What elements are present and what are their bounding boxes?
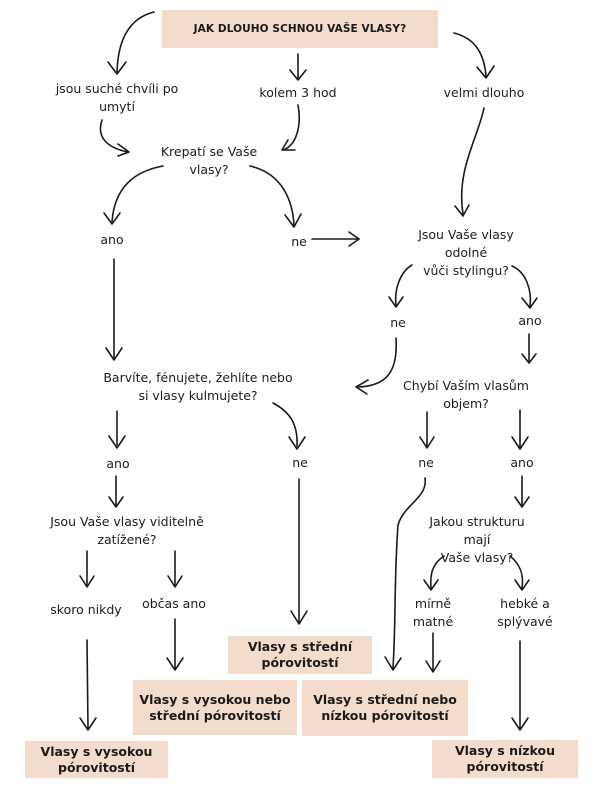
arrowhead [290, 610, 308, 625]
arrowhead [108, 435, 126, 449]
arrowhead [454, 204, 470, 217]
answer-volume-no: ne [418, 455, 434, 470]
arrowhead [423, 579, 439, 591]
result-high: Vlasy s vysokou pórovitostí [25, 741, 168, 778]
arrowhead [107, 61, 127, 75]
arrow-frizz-to-no [249, 165, 295, 226]
arrowhead [167, 575, 183, 588]
arrowhead [419, 436, 435, 449]
arrowhead [288, 436, 306, 450]
arrowhead [511, 717, 529, 731]
answer-heat-no: ne [292, 455, 308, 470]
arrow-slow-to-styling [460, 107, 485, 215]
arrow-structure-to-smooth [509, 555, 524, 589]
arrowhead [388, 296, 404, 308]
answer-medium-dry: kolem 3 hod [259, 85, 337, 100]
answer-styling-yes: ano [518, 313, 542, 328]
arrow-title-to-slow [453, 32, 487, 77]
arrowhead [425, 660, 441, 673]
arrowhead [166, 657, 184, 671]
arrow-frizz-to-yes [111, 165, 164, 223]
arrowhead [476, 65, 495, 79]
question-styling-resistant: Jsou Vaše vlasy odolné vůči stylingu? [418, 227, 514, 278]
arrowhead [79, 717, 97, 731]
question-lacks-volume: Chybí Vaším vlasům objem? [403, 378, 529, 411]
arrowhead [284, 213, 302, 228]
arrowhead [108, 496, 124, 508]
result-medium-or-low: Vlasy s střední nebo nízkou pórovitostí [302, 680, 468, 736]
question-structure: Jakou strukturu mají Vaše vlasy? [429, 514, 525, 565]
arrowhead [103, 212, 121, 225]
arrow-heat-to-no [272, 402, 298, 447]
question-heat-treatment: Barvíte, fénujete, žehlíte nebo si vlasy… [103, 370, 293, 403]
question-frizz: Krepatí se Vaše vlasy? [160, 144, 258, 177]
result-low: Vlasy s nízkou pórovitostí [432, 740, 578, 778]
arrowhead [521, 297, 538, 309]
answer-frizz-no: ne [291, 234, 307, 249]
arrowhead [289, 69, 307, 81]
arrow-rarely-to-high [86, 639, 89, 729]
arrowhead [281, 139, 296, 151]
arrow-styling-no-to-heat [357, 337, 398, 388]
answer-styling-no: ne [390, 315, 406, 330]
arrowhead [117, 143, 130, 157]
title-box: JAK DLOUHO SCHNOU VAŠE VLASY? [162, 10, 438, 48]
arrowhead [514, 579, 530, 591]
arrowhead [511, 436, 529, 450]
arrow-structure-to-matte [429, 555, 445, 589]
answer-structure-matte: mírně matné [412, 596, 454, 629]
question-weighed-down: Jsou Vaše vlasy viditelně zatížené? [50, 514, 204, 547]
answer-frizz-yes: ano [100, 232, 124, 247]
arrow-styling-to-yes [511, 265, 532, 307]
arrowhead [521, 353, 537, 364]
arrowhead [348, 231, 360, 247]
answer-weighed-rarely: skoro nikdy [50, 602, 122, 617]
arrow-volume-no-to-medium-low [392, 477, 426, 669]
answer-volume-yes: ano [510, 455, 534, 470]
arrowhead [79, 575, 95, 588]
answer-heat-yes: ano [106, 456, 130, 471]
arrowhead [355, 379, 369, 395]
answer-structure-smooth: hebké a splývavé [497, 596, 553, 629]
arrow-title-to-fast [116, 11, 155, 73]
arrow-medium-to-frizz [282, 104, 300, 151]
arrowhead [105, 347, 123, 361]
arrow-styling-to-no [394, 264, 413, 306]
title-text: JAK DLOUHO SCHNOU VAŠE VLASY? [193, 23, 407, 35]
arrow-fast-to-frizz [99, 119, 129, 153]
answer-slow-dry: velmi dlouho [443, 85, 525, 100]
arrowhead [384, 656, 402, 671]
answer-fast-dry: jsou suché chvíli po umytí [55, 81, 179, 114]
result-medium: Vlasy s střední pórovitostí [228, 636, 372, 674]
arrowhead [514, 496, 530, 508]
answer-weighed-sometimes: občas ano [142, 596, 206, 611]
result-high-or-medium: Vlasy s vysokou nebo střední pórovitostí [133, 680, 297, 735]
